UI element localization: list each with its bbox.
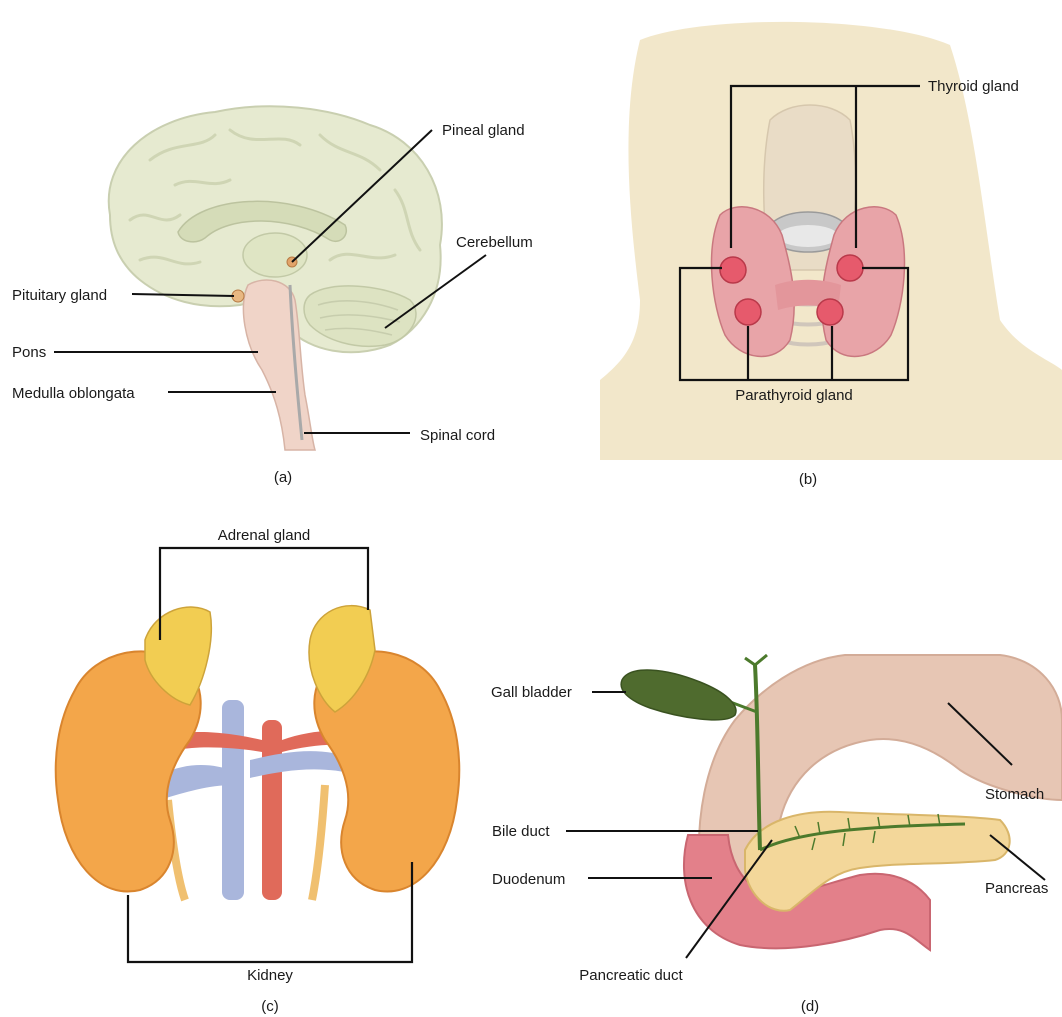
label-duodenum: Duodenum: [492, 871, 565, 888]
aorta: [262, 720, 282, 900]
label-bile-duct: Bile duct: [492, 823, 550, 840]
brain-illustration: [109, 106, 442, 450]
label-pineal-gland: Pineal gland: [442, 122, 525, 139]
label-thyroid-gland: Thyroid gland: [928, 78, 1019, 95]
caption-c: (c): [261, 998, 279, 1015]
label-stomach: Stomach: [985, 786, 1044, 803]
vena-cava: [222, 700, 244, 900]
label-pons: Pons: [12, 344, 46, 361]
caption-b: (b): [799, 471, 817, 488]
kidney-illustration: [56, 606, 460, 900]
label-cerebellum: Cerebellum: [456, 234, 533, 251]
panel-b-thyroid: Thyroid gland Parathyroid gland (b): [600, 22, 1062, 488]
label-spinal-cord: Spinal cord: [420, 427, 495, 444]
panel-c-kidneys: Adrenal gland Kidney (c): [56, 527, 460, 1015]
caption-d: (d): [801, 998, 819, 1015]
label-adrenal-gland: Adrenal gland: [218, 527, 311, 544]
label-parathyroid-gland: Parathyroid gland: [735, 387, 853, 404]
panel-a-brain: Pineal gland Cerebellum Pituitary gland …: [12, 106, 533, 486]
label-pancreas: Pancreas: [985, 880, 1048, 897]
label-gall-bladder: Gall bladder: [491, 684, 572, 701]
label-pituitary-gland: Pituitary gland: [12, 287, 107, 304]
label-kidney: Kidney: [247, 967, 293, 984]
panel-d-pancreas: Gall bladder Stomach Bile duct Duodenum …: [491, 655, 1062, 1015]
label-medulla-oblongata: Medulla oblongata: [12, 385, 135, 402]
caption-a: (a): [274, 469, 292, 486]
label-pancreatic-duct: Pancreatic duct: [579, 967, 683, 984]
